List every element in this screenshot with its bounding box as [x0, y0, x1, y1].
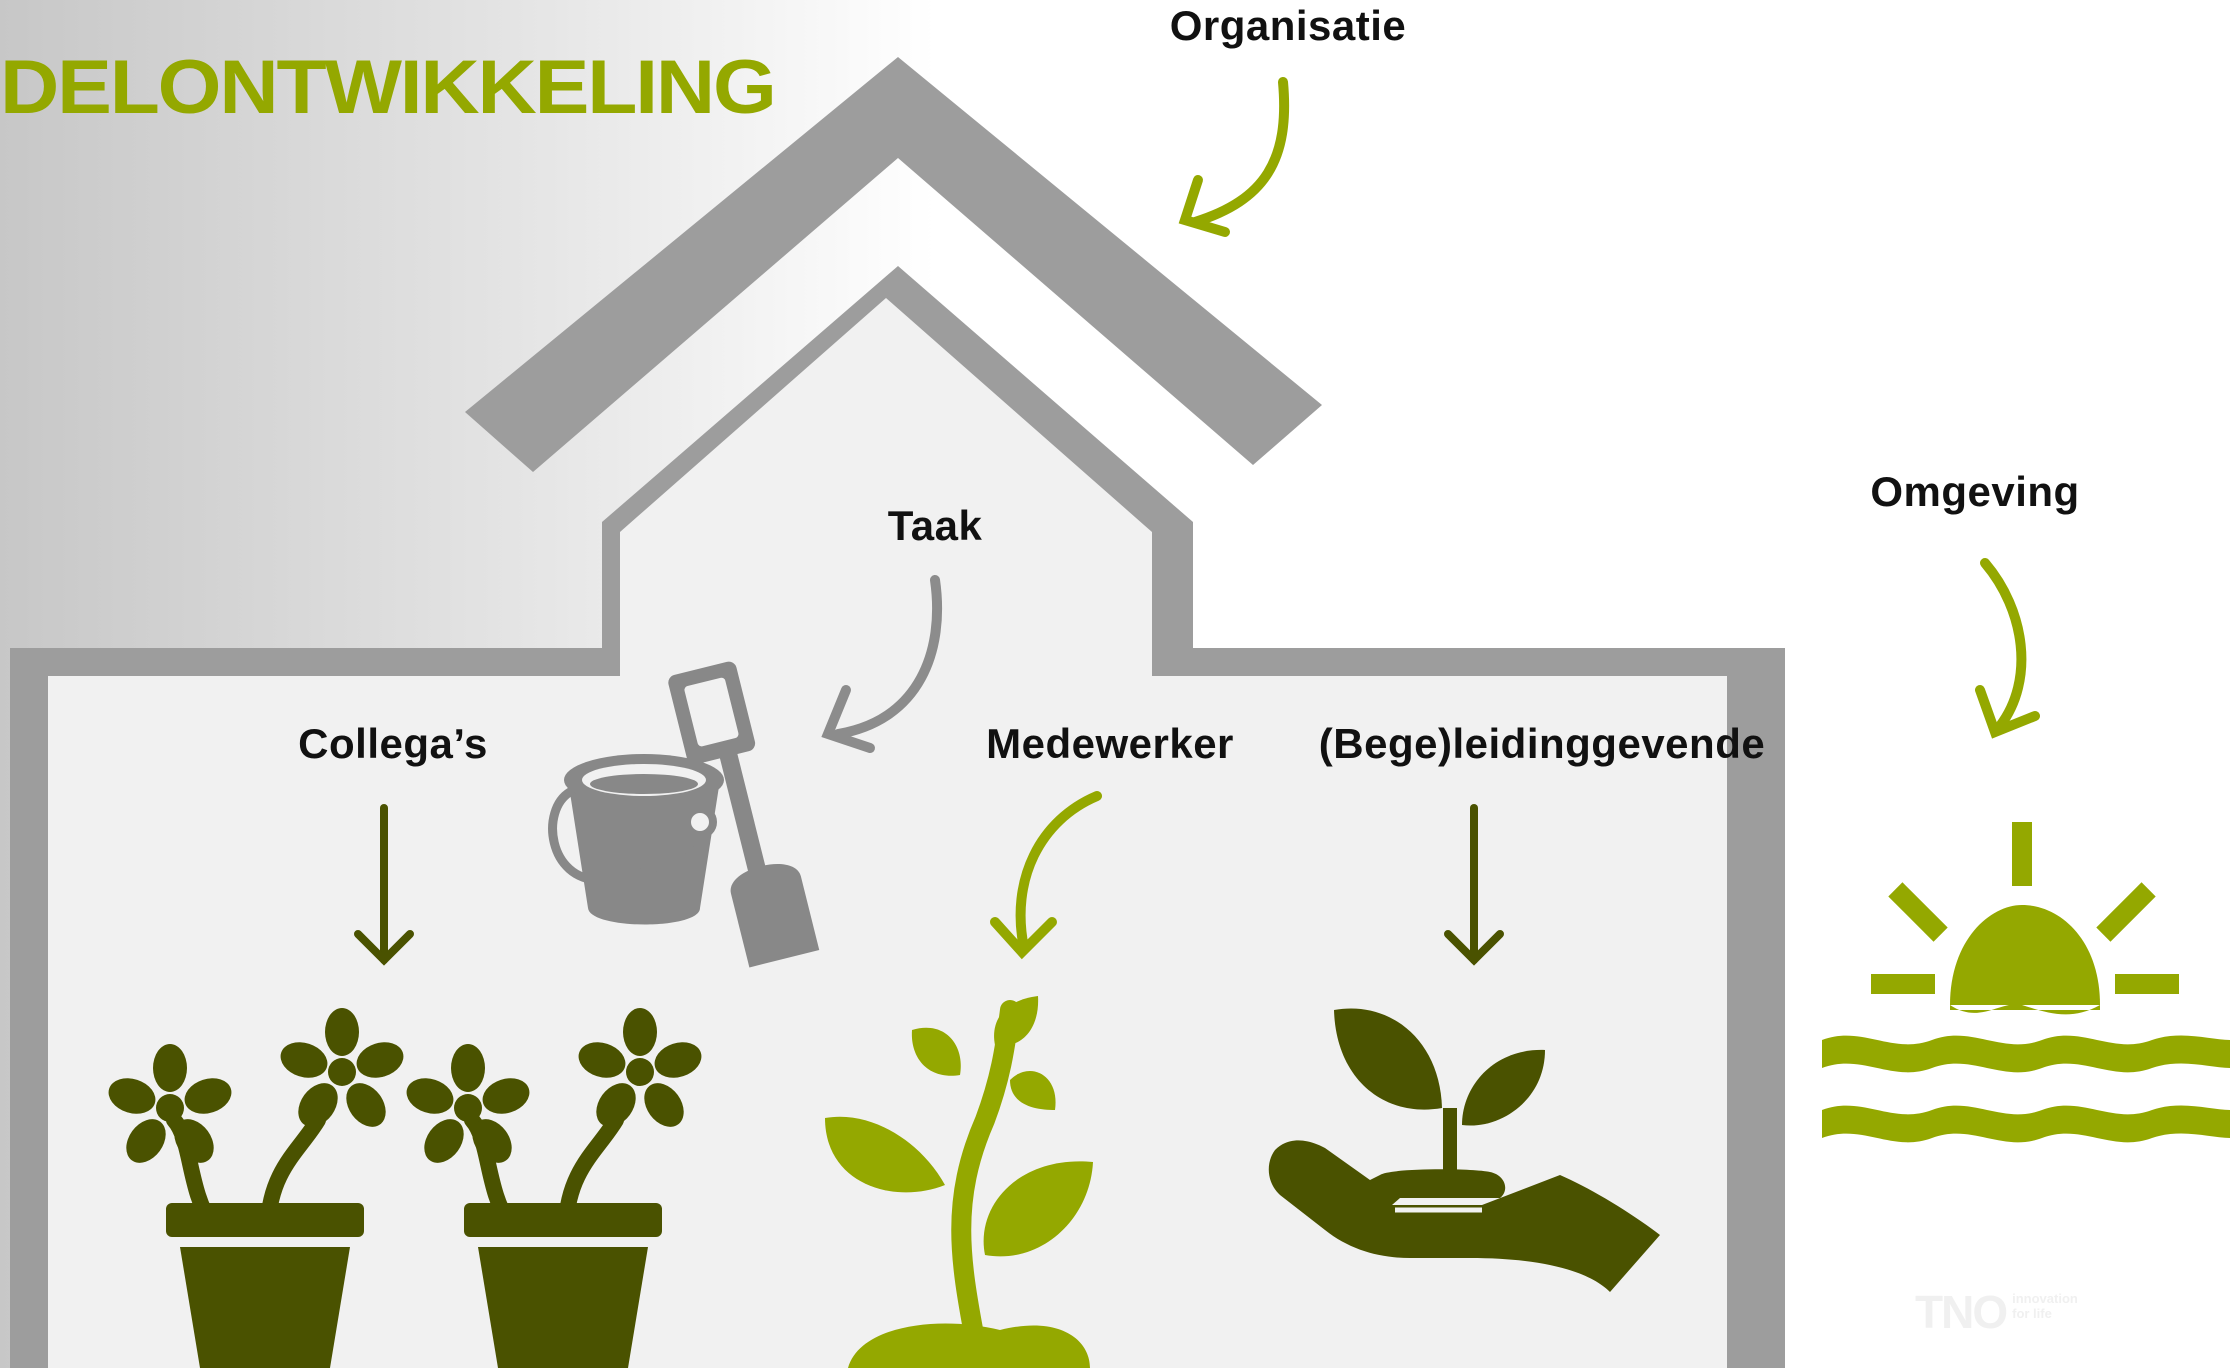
logo-mark: TNO — [1915, 1286, 2008, 1338]
page-title: DELONTWIKKELING — [0, 45, 777, 130]
manager-arrow — [1444, 804, 1504, 966]
organisation-arrow — [1178, 77, 1290, 237]
label-leidinggevende: (Bege)leidinggevende — [1318, 720, 1766, 767]
organisation-roof — [465, 57, 1322, 472]
label-organisatie: Organisatie — [1169, 2, 1407, 49]
flowers-icon — [108, 1008, 702, 1368]
environment-arrow — [1975, 558, 2040, 739]
employee-arrow — [990, 791, 1102, 960]
logo-tagline-2: for life — [2012, 1306, 2052, 1321]
sun-water-icon — [1822, 822, 2230, 1143]
logo-tagline-1: innovation — [2012, 1291, 2078, 1306]
label-medewerker: Medewerker — [986, 720, 1234, 767]
task-arrow — [821, 575, 943, 753]
label-collegas: Collega’s — [298, 720, 488, 767]
label-taak: Taak — [887, 502, 983, 549]
colleagues-arrow — [354, 804, 414, 966]
hand-seedling-icon — [1268, 1008, 1660, 1292]
bucket-spade-icon — [548, 661, 820, 968]
label-omgeving: Omgeving — [1870, 468, 2080, 515]
growing-plant-icon — [825, 996, 1093, 1368]
